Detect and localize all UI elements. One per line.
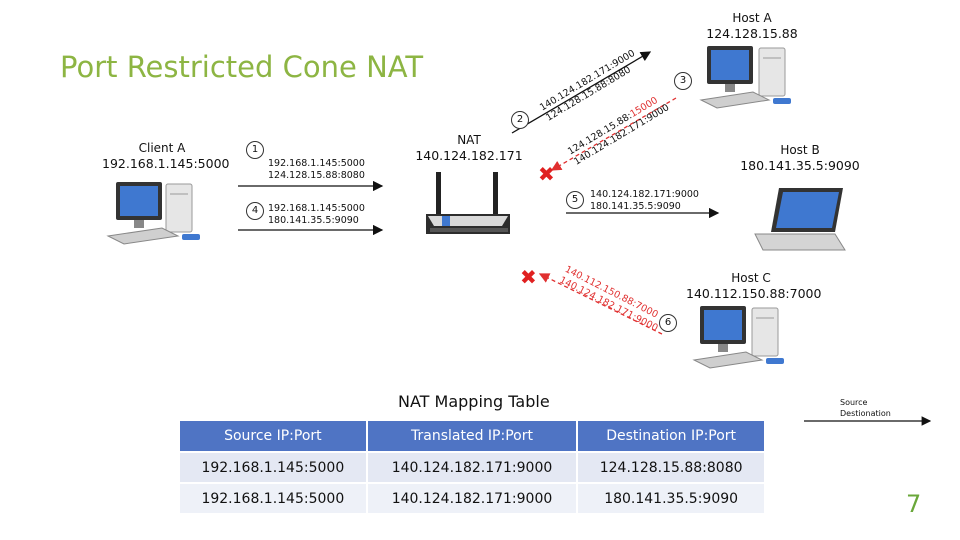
step-5-badge: 5 bbox=[566, 191, 584, 209]
host-a-computer-icon bbox=[699, 46, 791, 109]
step-4-src: 192.168.1.145:5000 bbox=[268, 203, 365, 214]
client-a-name: Client A bbox=[138, 141, 186, 155]
blocked-step-3-icon: ✖ bbox=[538, 162, 555, 186]
client-a-label: Client A 192.168.1.145:5000 bbox=[102, 140, 230, 172]
step-6-badge: 6 bbox=[659, 314, 677, 332]
header-source: Source IP:Port bbox=[180, 421, 366, 451]
table-cell: 124.128.15.88:8080 bbox=[578, 453, 764, 482]
direction-legend: Source Destionation bbox=[840, 397, 891, 419]
nat-router-icon bbox=[426, 172, 510, 234]
nat-label: NAT 140.124.182.171 bbox=[409, 132, 529, 164]
arrow-step-2 bbox=[511, 51, 652, 134]
step-1-src: 192.168.1.145:5000 bbox=[268, 158, 365, 169]
host-a-label: Host A 124.128.15.88 bbox=[692, 10, 812, 42]
client-a-computer-icon bbox=[106, 182, 200, 245]
table-cell: 192.168.1.145:5000 bbox=[180, 484, 366, 513]
slide-title: Port Restricted Cone NAT bbox=[60, 50, 424, 84]
table-cell: 180.141.35.5:9090 bbox=[578, 484, 764, 513]
host-a-ip: 124.128.15.88 bbox=[706, 26, 798, 41]
host-c-computer-icon bbox=[692, 306, 784, 369]
arrow-step-3 bbox=[550, 97, 677, 171]
mapping-table-title: NAT Mapping Table bbox=[398, 392, 550, 411]
table-cell: 140.124.182.171:9000 bbox=[367, 453, 577, 482]
table-header-row: Source IP:Port Translated IP:Port Destin… bbox=[180, 421, 764, 451]
step-5-dst: 180.141.35.5:9090 bbox=[590, 201, 681, 212]
step-4-dst: 180.141.35.5:9090 bbox=[268, 215, 359, 226]
host-b-name: Host B bbox=[780, 143, 820, 157]
table-cell: 192.168.1.145:5000 bbox=[180, 453, 366, 482]
step-1-packet: 192.168.1.145:5000 124.128.15.88:8080 bbox=[268, 158, 365, 182]
table-row: 192.168.1.145:5000 140.124.182.171:9000 … bbox=[180, 453, 764, 482]
table-row: 192.168.1.145:5000 140.124.182.171:9000 … bbox=[180, 484, 764, 513]
table-cell: 140.124.182.171:9000 bbox=[367, 484, 577, 513]
step-5-src: 140.124.182.171:9000 bbox=[590, 189, 699, 200]
nat-name: NAT bbox=[457, 133, 481, 147]
legend-destination: Destionation bbox=[840, 409, 891, 418]
nat-ip: 140.124.182.171 bbox=[415, 148, 523, 163]
client-a-ip: 192.168.1.145:5000 bbox=[102, 156, 230, 171]
host-a-name: Host A bbox=[732, 11, 772, 25]
step-5-packet: 140.124.182.171:9000 180.141.35.5:9090 bbox=[590, 189, 699, 213]
host-b-label: Host B 180.141.35.5:9090 bbox=[740, 142, 860, 174]
header-destination: Destination IP:Port bbox=[578, 421, 764, 451]
host-c-ip: 140.112.150.88:7000 bbox=[686, 286, 822, 301]
blocked-step-6-icon: ✖ bbox=[520, 265, 537, 289]
step-3-badge: 3 bbox=[674, 72, 692, 90]
step-2-badge: 2 bbox=[511, 111, 529, 129]
host-c-label: Host C 140.112.150.88:7000 bbox=[686, 270, 822, 302]
nat-mapping-table: Source IP:Port Translated IP:Port Destin… bbox=[178, 419, 766, 515]
step-1-badge: 1 bbox=[246, 141, 264, 159]
host-b-laptop-icon bbox=[754, 188, 846, 251]
host-b-ip: 180.141.35.5:9090 bbox=[740, 158, 860, 173]
legend-source: Source bbox=[840, 398, 868, 407]
step-4-packet: 192.168.1.145:5000 180.141.35.5:9090 bbox=[268, 203, 365, 227]
step-1-dst: 124.128.15.88:8080 bbox=[268, 170, 365, 181]
host-c-name: Host C bbox=[731, 271, 771, 285]
page-number: 7 bbox=[906, 490, 922, 518]
arrow-step-6 bbox=[538, 273, 663, 335]
header-translated: Translated IP:Port bbox=[367, 421, 577, 451]
step-4-badge: 4 bbox=[246, 202, 264, 220]
